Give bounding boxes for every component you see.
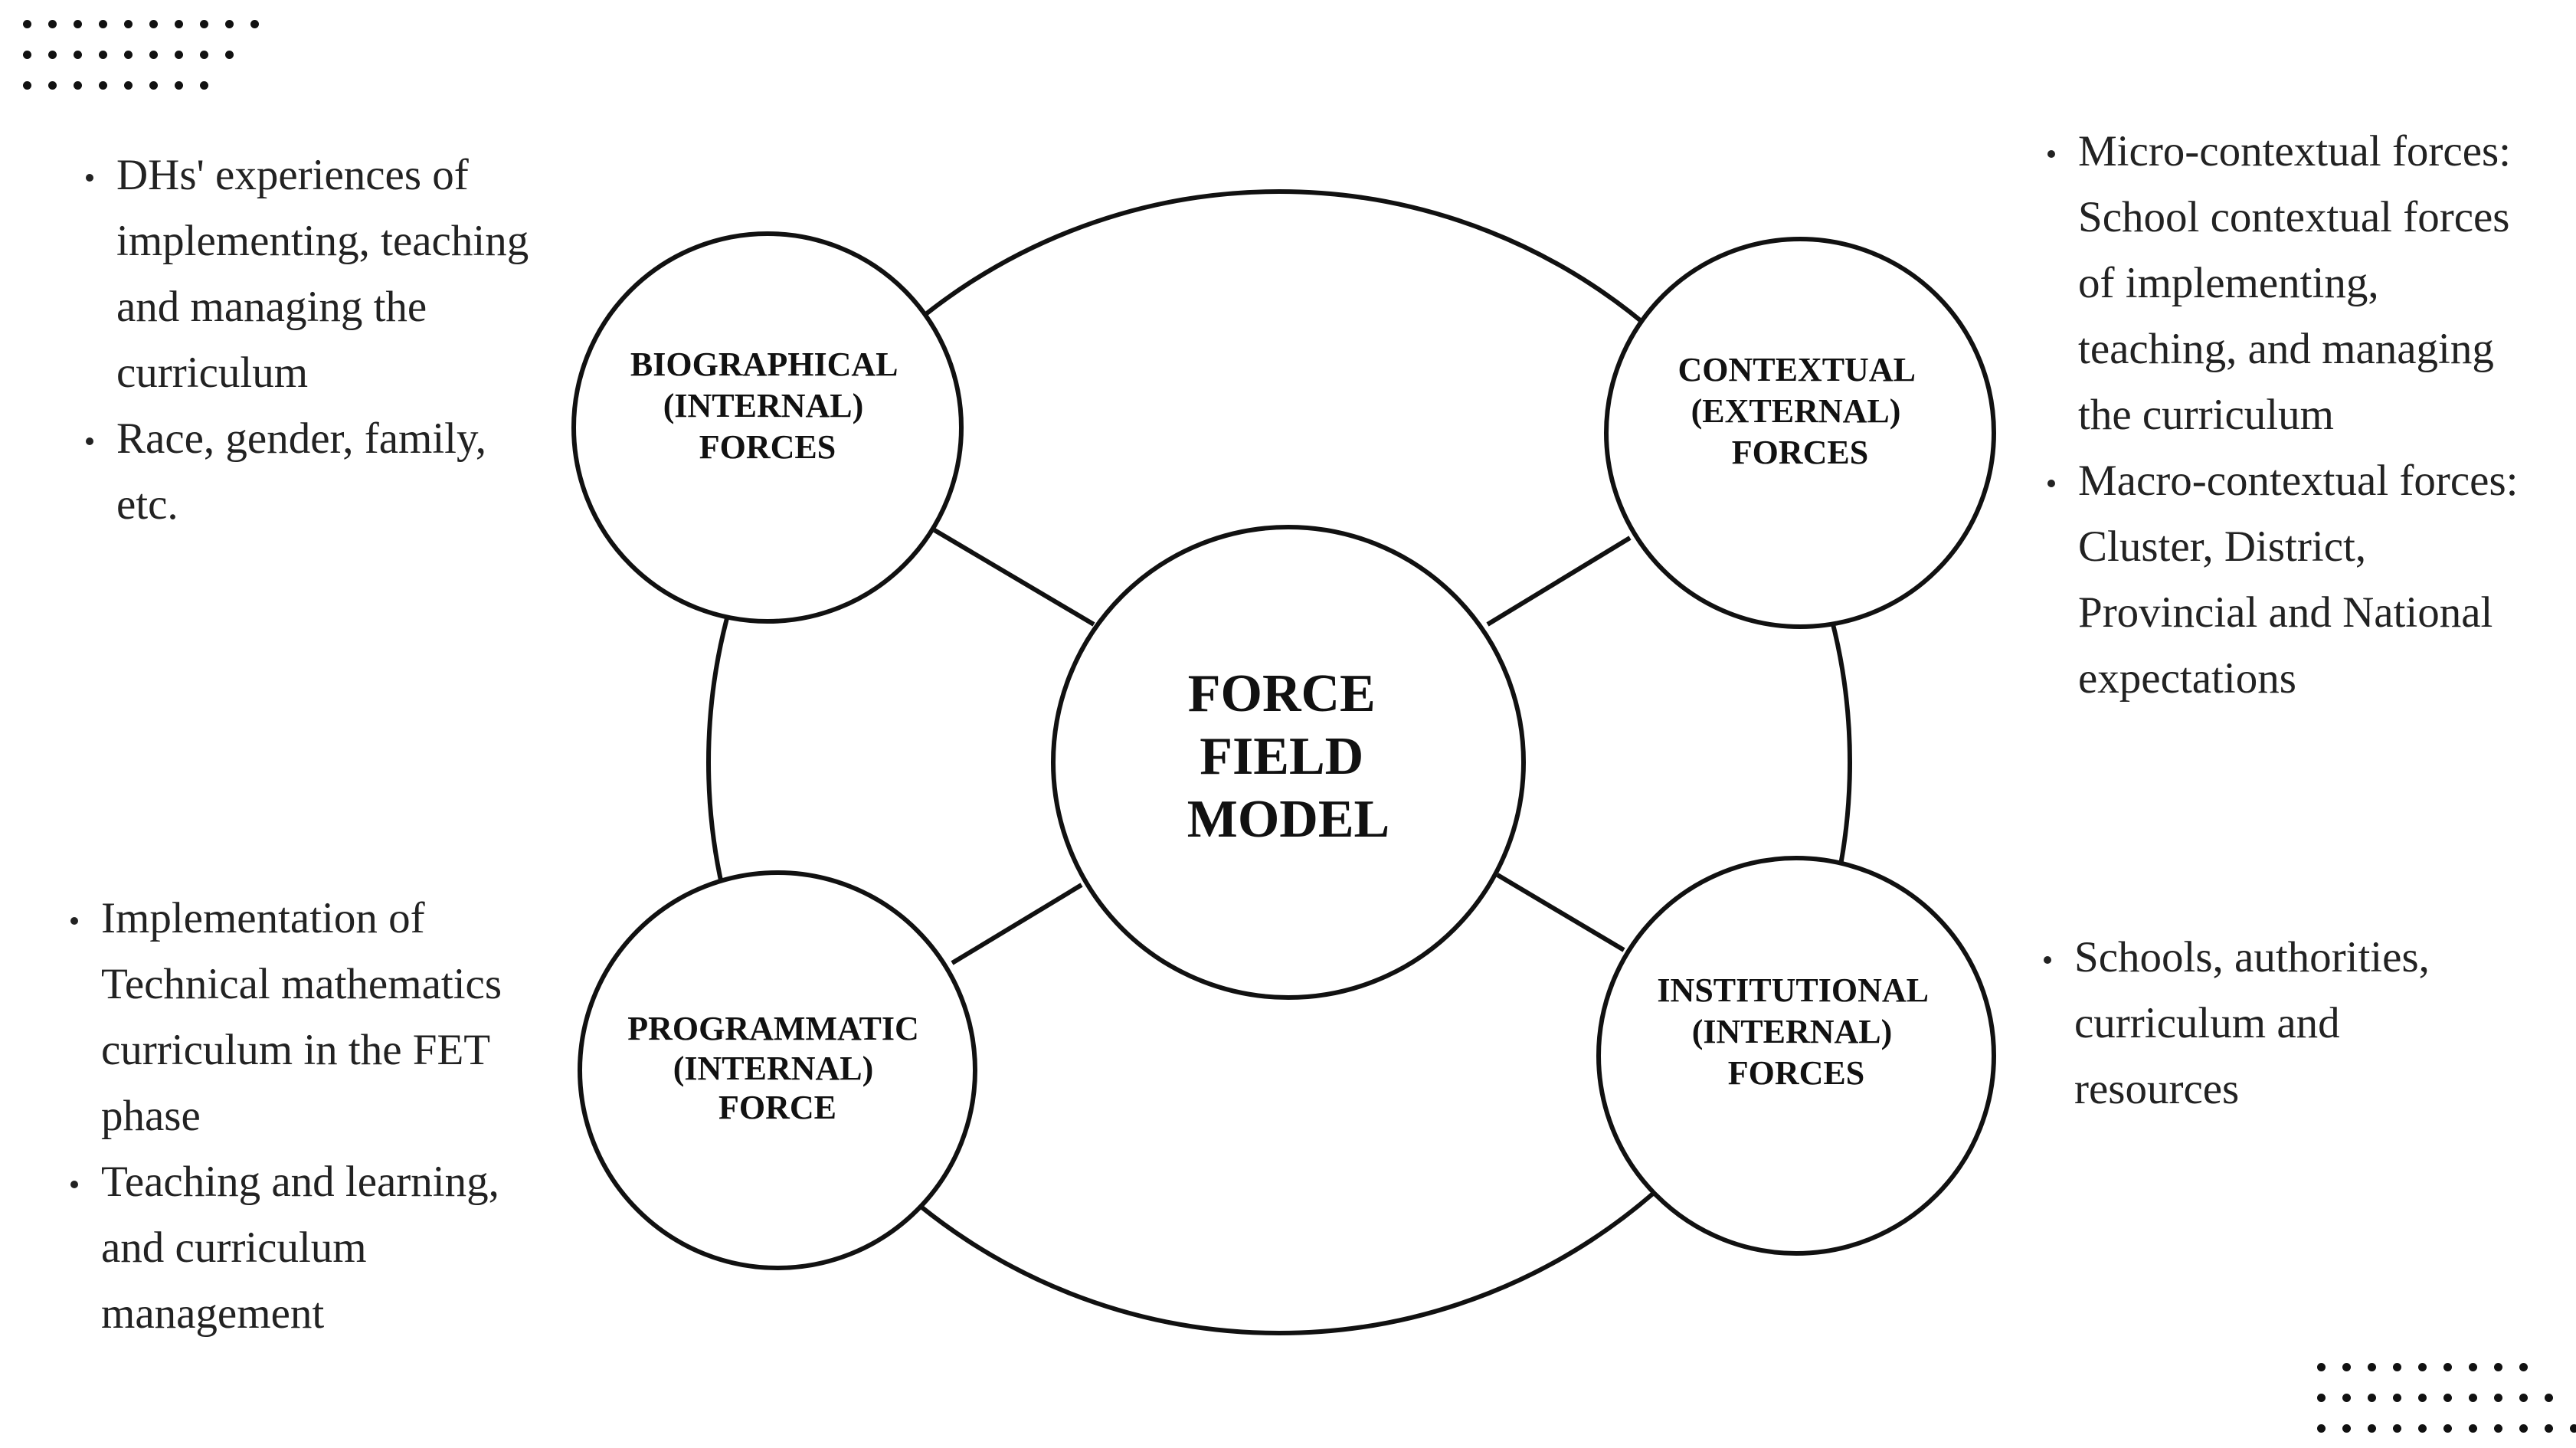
programmatic-note-1: Implementation of Technical mathematics … [70,886,502,1149]
contextual-note-2: Macro-contextual forces: Cluster, Distri… [2047,448,2518,712]
decorative-dot [2393,1424,2401,1433]
decorative-dot [175,81,183,90]
decorative-dot [2570,1424,2576,1433]
connector-contextual [1486,536,1632,627]
decorative-dot [2469,1363,2477,1371]
decorative-dot [225,20,234,28]
decorative-dot [2494,1394,2502,1402]
decorative-dot [2368,1424,2376,1433]
decorative-dot [48,81,57,90]
decorative-dot [2393,1363,2401,1371]
decorative-dot [2317,1394,2326,1402]
decorative-dot [74,20,82,28]
contextual-notes: Micro-contextual forces: School contextu… [2047,119,2518,712]
decorative-dot [99,20,107,28]
biographical-label: BIOGRAPHICAL (INTERNAL) FORCES [630,346,905,466]
decorative-dot [2443,1424,2452,1433]
decorative-dot [149,20,158,28]
decorative-dot [2443,1363,2452,1371]
decorative-dot [200,51,208,59]
decorative-dot [2443,1394,2452,1402]
decorative-dot [2469,1424,2477,1433]
institutional-note-1: Schools, authorities, curriculum and res… [2044,925,2430,1122]
decorative-dot [124,51,133,59]
center-circle [1051,525,1526,1000]
programmatic-notes: Implementation of Technical mathematics … [70,886,502,1347]
decorative-dot [200,20,208,28]
decorative-dot [124,81,133,90]
institutional-notes: Schools, authorities, curriculum and res… [2044,925,2430,1122]
decorative-dot [2368,1394,2376,1402]
decorative-dot [2317,1424,2326,1433]
decorative-dot [2418,1394,2427,1402]
decorative-dot [48,51,57,59]
biographical-note-1: DHs' experiences of implementing, teachi… [86,143,529,406]
decorative-dot [149,81,158,90]
decorative-dot [48,20,57,28]
institutional-circle [1596,856,1996,1256]
decorative-dot [175,51,183,59]
biographical-circle [571,231,964,624]
contextual-label: CONTEXTUAL (EXTERNAL) FORCES [1678,351,1922,471]
decorative-dot [2469,1394,2477,1402]
decorative-dot [99,81,107,90]
decorative-dot [2494,1363,2502,1371]
decorative-dot [2342,1394,2351,1402]
decorative-dot [2342,1363,2351,1371]
contextual-circle [1604,237,1996,629]
decorative-dot [99,51,107,59]
institutional-label: INSTITUTIONAL (INTERNAL) FORCES [1657,971,1935,1092]
center-title: FORCE FIELD MODEL [1187,664,1389,849]
decorative-dot [2393,1394,2401,1402]
outer-ring [706,189,1852,1335]
programmatic-circle [578,870,977,1270]
decorative-dot [2418,1363,2427,1371]
biographical-notes: DHs' experiences of implementing, teachi… [86,143,529,538]
decorative-dot [149,51,158,59]
decorative-dot [200,81,208,90]
decorative-dot [175,20,183,28]
connector-biographical [933,528,1095,627]
connector-institutional [1496,873,1625,952]
programmatic-note-2: Teaching and learning, and curriculum ma… [70,1149,502,1347]
decorative-dot [23,81,31,90]
connector-programmatic [951,883,1083,965]
decorative-dot [2519,1424,2528,1433]
decorative-dot [2545,1424,2553,1433]
decorative-dot [2342,1424,2351,1433]
programmatic-label: PROGRAMMATIC (INTERNAL) FORCE [627,1010,927,1126]
contextual-note-1: Micro-contextual forces: School contextu… [2047,119,2518,448]
decorative-dot [225,51,234,59]
decorative-dot [250,20,259,28]
decorative-dot [124,20,133,28]
decorative-dot [74,81,82,90]
decorative-dot [23,51,31,59]
decorative-dot [2519,1363,2528,1371]
decorative-dot [2494,1424,2502,1433]
decorative-dot [2317,1363,2326,1371]
decorative-dot [2519,1394,2528,1402]
decorative-dot [2368,1363,2376,1371]
decorative-dot [74,51,82,59]
decorative-dot [2418,1424,2427,1433]
decorative-dot [23,20,31,28]
decorative-dot [2545,1394,2553,1402]
biographical-note-2: Race, gender, family, etc. [86,406,529,538]
